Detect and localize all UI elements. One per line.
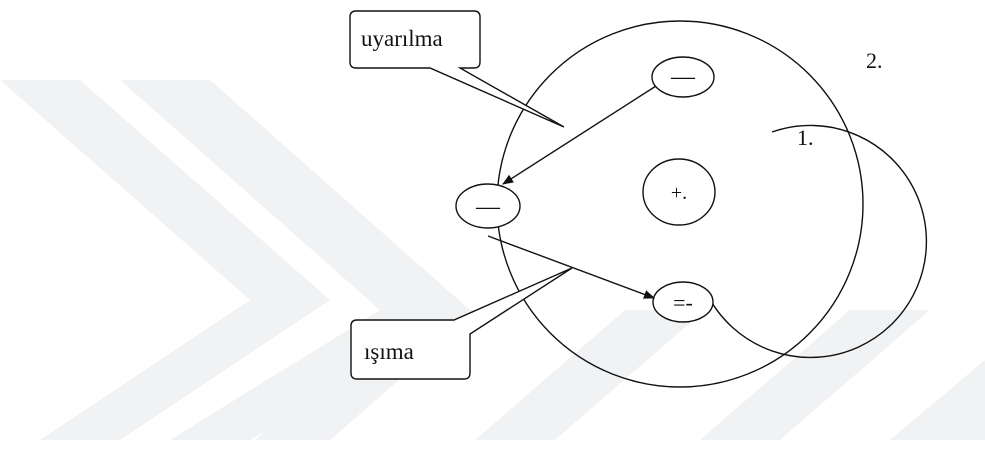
electron-bottom — [652, 281, 714, 323]
electron-top-charge: — — [670, 64, 696, 90]
outer-shell-label: 2. — [866, 48, 883, 73]
excitation-callout: uyarılma — [349, 10, 565, 128]
electron-top — [651, 56, 715, 98]
emission-callout: ışıma — [350, 267, 573, 380]
emission-label: ışıma — [364, 339, 414, 364]
nucleus — [642, 158, 716, 226]
excitation-arrow — [502, 85, 657, 185]
watermark — [0, 80, 985, 440]
inner-shell — [706, 124, 928, 359]
inner-shell-label: 1. — [797, 125, 814, 150]
electron-excited-charge: — — [475, 194, 501, 220]
electron-excited — [455, 183, 521, 229]
emission-arrow — [487, 235, 656, 299]
excitation-label: uyarılma — [361, 26, 443, 51]
electron-bottom-charge: =- — [673, 290, 693, 315]
nucleus-charge: +. — [671, 182, 687, 204]
